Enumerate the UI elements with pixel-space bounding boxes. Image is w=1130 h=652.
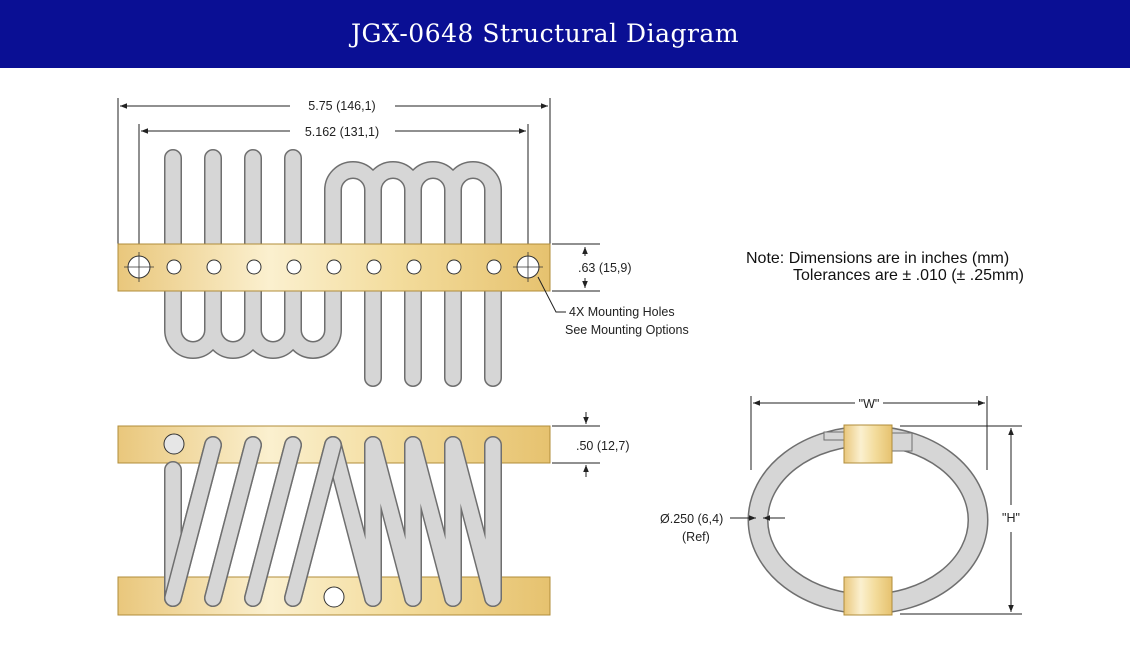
structural-diagram: 5.75 (146,1) 5.162 (131,1) [117, 98, 1022, 616]
mounting-holes-leader [537, 276, 566, 313]
dim-top-bar-height [552, 243, 600, 292]
dim-hole-spacing [138, 124, 529, 258]
note-line-1: Note: Dimensions are in inches (mm) [746, 250, 1010, 267]
front-bottom-hole [323, 586, 345, 608]
mounting-options-label: See Mounting Options [565, 323, 689, 337]
top-view: 5.75 (146,1) 5.162 (131,1) [117, 98, 689, 387]
hole-spacing-label: 5.162 (131,1) [305, 125, 379, 139]
cable-diameter-label: Ø.250 (6,4) [660, 512, 723, 526]
page-title: JGX-0648 Structural Diagram [350, 19, 740, 48]
note-line-2: Tolerances are ± .010 (± .25mm) [793, 267, 1024, 284]
overall-length-label: 5.75 (146,1) [308, 99, 375, 113]
dim-width [750, 396, 988, 470]
header-bar: JGX-0648 Structural Diagram [0, 0, 1130, 68]
height-label: "H" [1002, 511, 1020, 525]
dim-height [900, 425, 1022, 615]
dimension-note: Note: Dimensions are in inches (mm) Tole… [746, 250, 1024, 284]
front-view: .50 (12,7) [117, 412, 630, 616]
front-coils [164, 436, 502, 607]
width-label: "W" [859, 397, 880, 411]
front-bar-height-label: .50 (12,7) [576, 439, 630, 453]
top-coils [164, 149, 502, 387]
front-top-hole [163, 433, 185, 455]
mounting-holes-label: 4X Mounting Holes [569, 305, 675, 319]
top-bar-height-label: .63 (15,9) [578, 261, 632, 275]
side-top-block [843, 424, 893, 464]
dim-front-bar-height [552, 412, 600, 477]
dim-overall-length [117, 98, 551, 245]
diagram-canvas: 5.75 (146,1) 5.162 (131,1) [0, 68, 1130, 652]
side-view: "W" "H" Ø.250 (6,4) (Ref) [660, 396, 1022, 616]
cable-diameter-ref-label: (Ref) [682, 530, 710, 544]
side-bottom-block [843, 576, 893, 616]
